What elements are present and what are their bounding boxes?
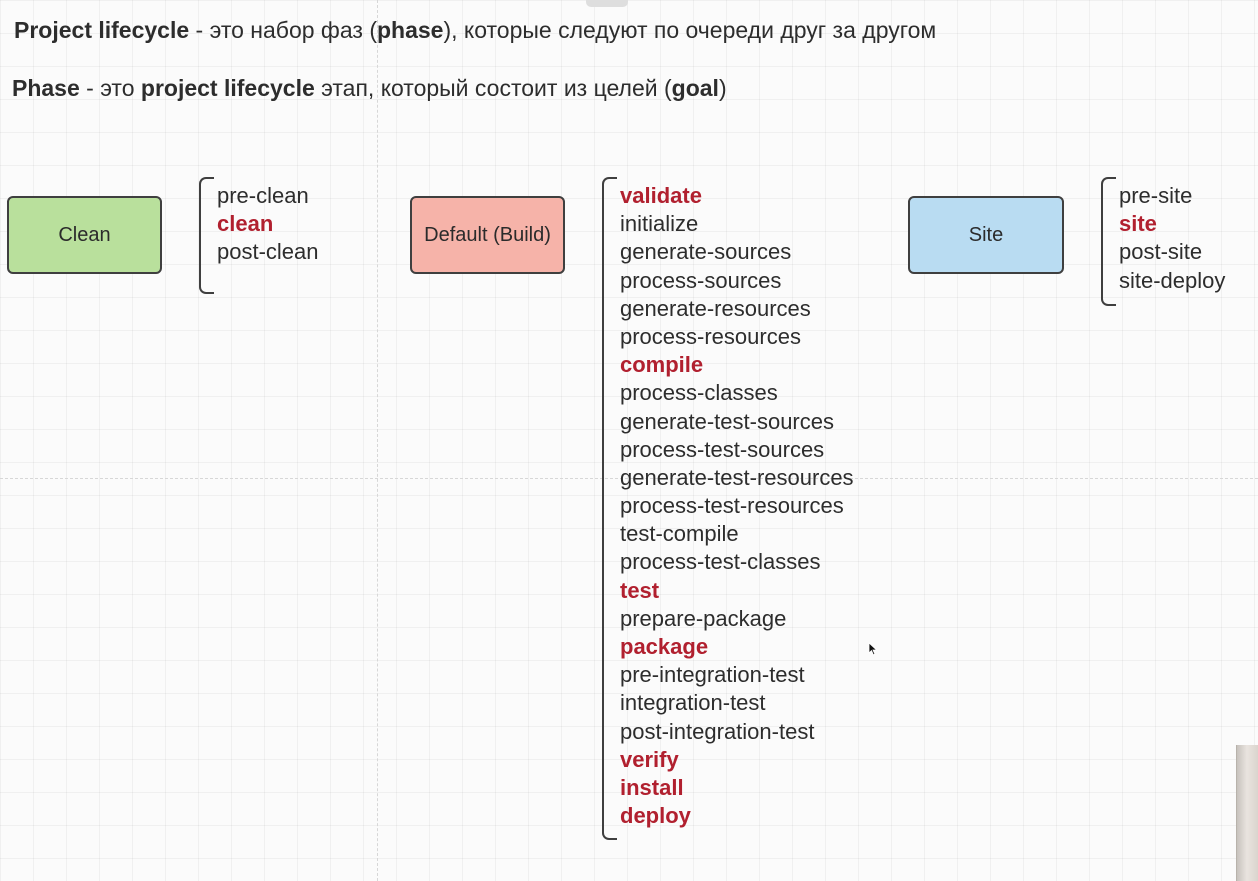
phase-initialize: initialize [620,211,699,237]
key-phase-test: test [620,577,660,603]
phase-term: Phase [12,75,80,101]
lifecycle-text-1: - это набор фаз ( [189,17,377,43]
phase-generate-resources: generate-resources [620,295,811,321]
phase-term: phase [376,17,444,43]
key-phase-deploy: deploy [620,803,691,829]
phase-post-site: post-site [1119,239,1203,265]
lifecycle-definition: Project lifecycle - это набор фаз (phase… [14,17,936,44]
phase-process-sources: process-sources [620,267,782,293]
phase-text-3: ) [718,75,727,101]
phase-post-integration-test: post-integration-test [620,718,815,744]
phase-prepare-package: prepare-package [620,605,787,631]
phase-definition: Phase - это project lifecycle этап, кото… [12,75,727,102]
phase-post-clean: post-clean [217,239,319,265]
site-lifecycle-box[interactable]: Site [908,196,1064,274]
key-phase-clean: clean [217,211,274,237]
phase-text-2: этап, который состоит из целей ( [314,75,672,101]
phase-process-test-resources: process-test-resources [620,493,844,519]
phase-test-compile: test-compile [620,521,739,547]
default-build-lifecycle-box[interactable]: Default (Build) [410,196,565,274]
lifecycle-text-2: ), которые следуют по очереди друг за др… [443,17,937,43]
mouse-cursor-icon [868,642,878,656]
phase-process-classes: process-classes [620,380,778,406]
phase-pre-site: pre-site [1119,183,1193,208]
phase-integration-test: integration-test [620,690,766,716]
phase-generate-sources: generate-sources [620,239,792,265]
phase-process-test-sources: process-test-sources [620,436,825,462]
canvas-guide-horizontal [0,478,1258,479]
clean-lifecycle-box[interactable]: Clean [7,196,162,274]
goal-term: goal [671,75,719,101]
canvas-top-handle[interactable] [586,0,628,7]
phase-text-1: - это [79,75,141,101]
default-build-lifecycle-label: Default (Build) [424,223,551,246]
site-lifecycle-label: Site [968,223,1004,246]
webcam-thumbnail [1236,745,1258,881]
key-phase-validate: validate [620,183,702,208]
phase-process-test-classes: process-test-classes [620,549,821,575]
key-phase-site: site [1119,211,1157,237]
site-phases-bracket [1101,177,1116,306]
default-phases-bracket [602,177,617,840]
canvas-guide-vertical [377,0,378,881]
phase-process-resources: process-resources [620,323,801,349]
phase-site-deploy: site-deploy [1119,267,1226,293]
phase-pre-integration-test: pre-integration-test [620,662,805,688]
key-phase-install: install [620,774,684,800]
key-phase-verify: verify [620,746,679,772]
clean-lifecycle-label: Clean [58,223,111,246]
project-lifecycle-term: project lifecycle [140,75,315,101]
clean-phases-bracket [199,177,214,294]
key-phase-compile: compile [620,352,704,378]
lifecycle-term: Project lifecycle [14,17,190,43]
phase-pre-clean: pre-clean [217,183,309,208]
phase-generate-test-resources: generate-test-resources [620,464,854,490]
key-phase-package: package [620,634,709,659]
phase-generate-test-sources: generate-test-sources [620,408,834,434]
